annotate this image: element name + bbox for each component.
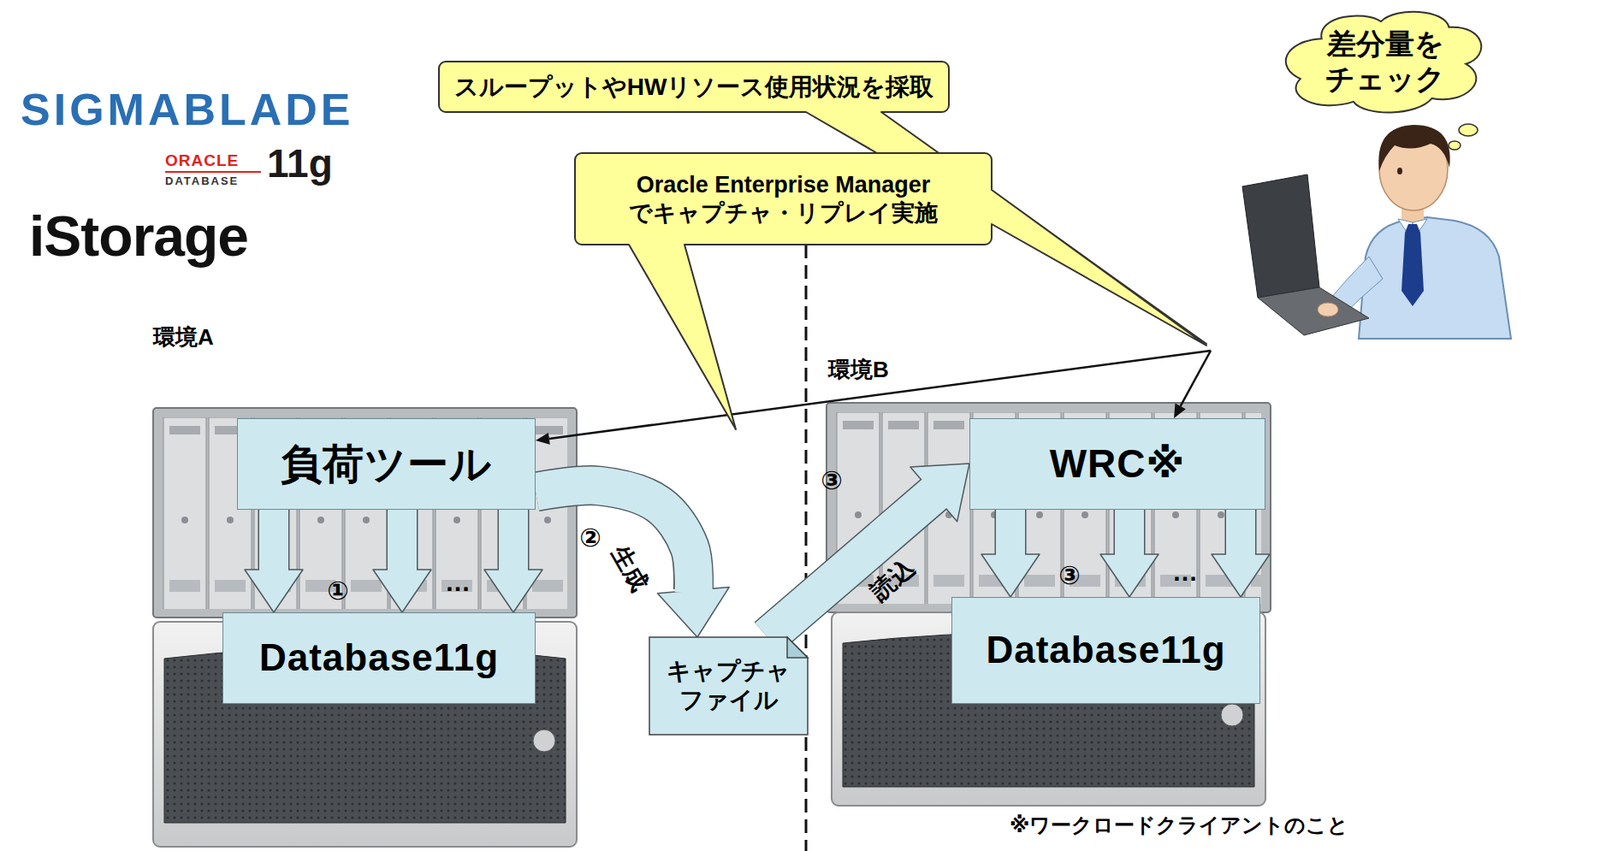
storage-lock — [1220, 704, 1244, 727]
process-box: WRC※ — [969, 418, 1266, 510]
brand-logo: iStorage — [29, 205, 249, 268]
edge-label: 生成 — [605, 541, 653, 597]
environment-divider — [805, 162, 808, 851]
block-arrow — [535, 485, 729, 638]
arrow-body — [1226, 509, 1256, 558]
arrow-head — [981, 554, 1040, 598]
arrow-head — [484, 569, 543, 613]
brand-logo: ORACLE — [165, 152, 239, 171]
block-arrow — [244, 509, 303, 613]
thought-cloud-outline — [1279, 4, 1492, 119]
block-arrow — [767, 463, 970, 638]
process-box: 負荷ツール — [237, 418, 536, 510]
storage-frame — [831, 612, 1266, 806]
arrow-body — [498, 509, 528, 573]
laptop-screen — [1242, 174, 1320, 298]
arrow-head — [657, 587, 729, 638]
arrow-body — [387, 509, 417, 573]
brand-logo: DATABASE — [165, 175, 239, 188]
hand — [1317, 302, 1339, 317]
node-text: Oracle Enterprise Manager でキャプチャ・リプレイ実施 — [586, 171, 980, 227]
arrow-body — [1114, 509, 1144, 558]
pointer-head — [535, 432, 551, 445]
cloud-outline — [1285, 11, 1482, 113]
environment-label: 環境A — [153, 325, 214, 350]
capture-file: キャプチャ ファイル — [649, 637, 808, 735]
node-text: 差分量を チェック — [1309, 26, 1461, 97]
arrow-head — [1100, 554, 1159, 598]
speech-callout: Oracle Enterprise Manager でキャプチャ・リプレイ実施 — [574, 153, 992, 245]
node-text: Database11g — [985, 628, 1226, 674]
speech-callout: スループットやHWリソース使用状況を採取 — [438, 61, 949, 113]
callout-outline — [438, 61, 1207, 344]
edge-label: 読込 — [866, 554, 921, 606]
block-arrow — [1100, 509, 1159, 598]
speech-callout-outline — [574, 153, 992, 245]
node-text: WRC※ — [1049, 440, 1186, 488]
pointer-line — [1180, 350, 1211, 407]
node-text: スループットやHWリソース使用状況を採取 — [454, 72, 935, 102]
arrow-body — [767, 492, 937, 638]
ellipsis: … — [444, 568, 471, 597]
environment-label: 環境B — [828, 357, 889, 383]
arrow-body — [995, 509, 1026, 558]
database-box: Database11g — [951, 597, 1261, 705]
step-number: ② — [579, 523, 601, 552]
arrow-body — [259, 509, 289, 573]
step-number: ③ — [820, 466, 842, 495]
capture-file-outline — [649, 637, 808, 735]
arrow-head — [1211, 554, 1270, 598]
operator-illustration — [1242, 124, 1512, 339]
arrow-head — [373, 569, 432, 613]
edge-label: ③ — [1058, 561, 1080, 590]
blade-enclosure — [153, 408, 577, 618]
node-text: Database11g — [259, 635, 499, 682]
brand-logo: SIGMABLADE — [20, 85, 355, 135]
storage-unit — [831, 612, 1266, 806]
file-fold — [787, 637, 808, 658]
arrow-head — [244, 569, 303, 613]
block-arrow — [373, 509, 432, 613]
pointer-head — [1173, 403, 1186, 419]
brand-logo: 11g — [266, 142, 333, 186]
laptop-base — [1257, 287, 1369, 336]
footnote: ※ワークロードクライアントのこと — [1009, 814, 1349, 837]
ellipsis: … — [1172, 557, 1198, 587]
eye — [1397, 167, 1403, 175]
tie — [1401, 224, 1424, 307]
thought-cloud: 差分量を チェック — [1279, 4, 1492, 119]
hair — [1378, 124, 1450, 172]
node-text: 負荷ツール — [280, 439, 492, 490]
block-arrow — [484, 509, 543, 613]
database-box: Database11g — [222, 612, 536, 705]
storage-lock — [533, 729, 556, 753]
node-text: キャプチャ ファイル — [657, 657, 800, 715]
arrow-body — [535, 485, 694, 594]
block-arrow — [1211, 509, 1270, 598]
file-outline — [649, 637, 808, 735]
logo-rule — [165, 171, 261, 173]
block-arrow — [981, 509, 1040, 598]
enclosure-frame — [153, 408, 577, 618]
thought-bubble — [1458, 124, 1478, 137]
thought-bubble — [1448, 141, 1461, 150]
edge-label: ① — [326, 576, 349, 605]
callout-outline — [574, 153, 1207, 430]
